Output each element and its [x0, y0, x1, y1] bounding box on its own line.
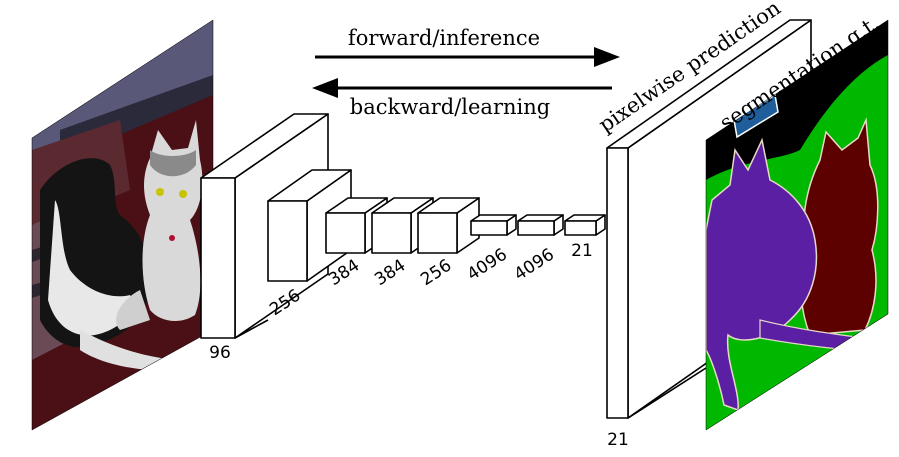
input-image	[31, 19, 214, 431]
forward-label: forward/inference	[348, 26, 540, 50]
connector-conv1	[234, 319, 269, 339]
backward-label: backward/learning	[350, 95, 550, 119]
backward-arrow: backward/learning	[312, 78, 612, 119]
prediction-channels-label: 21	[607, 430, 629, 450]
layer-fc8: 21	[564, 214, 606, 261]
layer-conv1-label: 96	[209, 343, 231, 363]
layer-conv3: 384	[325, 197, 388, 290]
layer-conv4-label: 384	[371, 256, 409, 290]
layer-fc6-label: 4096	[464, 245, 511, 285]
layer-fc7-label: 4096	[511, 245, 558, 285]
layer-fc6: 4096	[464, 214, 517, 285]
layer-fc7: 4096	[511, 214, 564, 285]
layer-fc8-label: 21	[571, 241, 593, 261]
forward-arrow: forward/inference	[315, 26, 620, 67]
segmentation-gt-image: segmentation g.t.	[705, 11, 889, 431]
layer-conv5-label: 256	[417, 256, 455, 290]
